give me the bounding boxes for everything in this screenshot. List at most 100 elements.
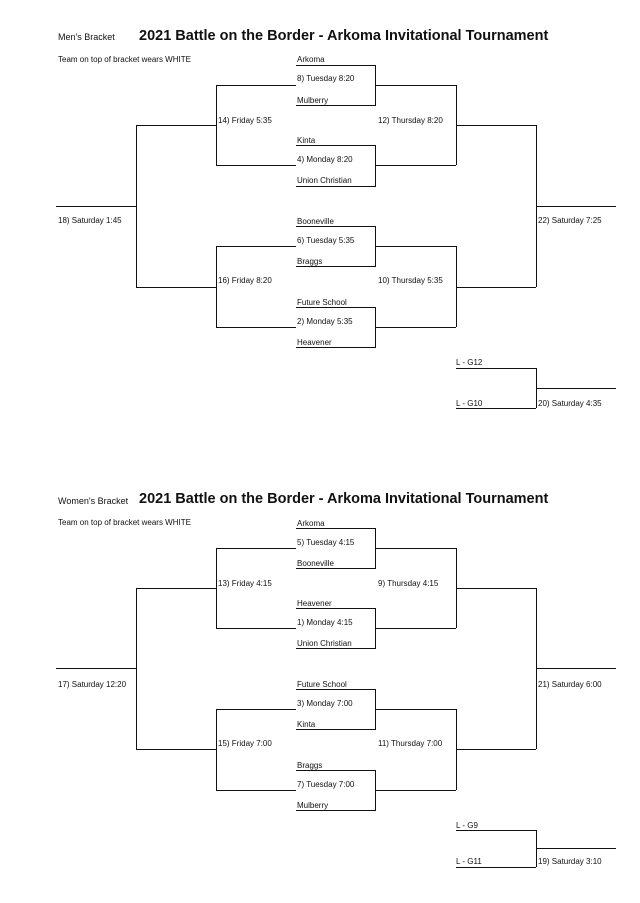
bracket-line bbox=[136, 588, 137, 749]
bracket-line bbox=[296, 608, 376, 609]
game-label: 16) Friday 8:20 bbox=[218, 276, 272, 285]
team-slot: Mulberry bbox=[297, 801, 329, 810]
bracket-line bbox=[296, 266, 376, 267]
bracket-line bbox=[376, 548, 456, 549]
game-label: 20) Saturday 4:35 bbox=[538, 399, 602, 408]
bracket-line bbox=[56, 668, 136, 669]
game-label: 21) Saturday 6:00 bbox=[538, 680, 602, 689]
team-slot: Booneville bbox=[297, 559, 334, 568]
mens-bracket: Men's Bracket 2021 Battle on the Border … bbox=[0, 0, 640, 440]
team-slot: Future School bbox=[297, 298, 347, 307]
bracket-line bbox=[136, 287, 216, 288]
team-slot: Heavener bbox=[297, 599, 332, 608]
bracket-line bbox=[536, 848, 616, 849]
bracket-line bbox=[296, 770, 376, 771]
game-label: 17) Saturday 12:20 bbox=[58, 680, 127, 689]
bracket-line bbox=[136, 125, 216, 126]
bracket-line bbox=[375, 528, 376, 568]
team-slot: Kinta bbox=[297, 136, 316, 145]
bracket-line bbox=[375, 65, 376, 105]
bracket-line bbox=[296, 568, 376, 569]
team-slot: Union Christian bbox=[297, 639, 352, 648]
team-slot: Kinta bbox=[297, 720, 316, 729]
team-slot: Heavener bbox=[297, 338, 332, 347]
bracket-line bbox=[136, 588, 216, 589]
bracket-label: Women's Bracket bbox=[58, 496, 129, 506]
bracket-line bbox=[375, 226, 376, 266]
bracket-line bbox=[456, 408, 536, 409]
bracket-line bbox=[376, 165, 456, 166]
bracket-line bbox=[456, 830, 536, 831]
team-slot: Braggs bbox=[297, 257, 323, 266]
bracket-line bbox=[375, 689, 376, 729]
bracket-line bbox=[456, 749, 536, 750]
bracket-line bbox=[296, 145, 376, 146]
game-label: 13) Friday 4:15 bbox=[218, 579, 272, 588]
game-label: 15) Friday 7:00 bbox=[218, 739, 272, 748]
bracket-line bbox=[216, 548, 217, 628]
bracket-line bbox=[456, 125, 536, 126]
bracket-line bbox=[376, 709, 456, 710]
consolation-slot: L - G12 bbox=[456, 358, 483, 367]
bracket-line bbox=[216, 327, 296, 328]
bracket-line bbox=[376, 85, 456, 86]
bracket-line bbox=[216, 709, 296, 710]
bracket-line bbox=[376, 790, 456, 791]
bracket-line bbox=[376, 246, 456, 247]
game-label: 3) Monday 7:00 bbox=[297, 699, 353, 708]
bracket-line bbox=[216, 548, 296, 549]
bracket-line bbox=[536, 206, 616, 207]
bracket-line bbox=[296, 729, 376, 730]
bracket-line bbox=[216, 85, 217, 165]
game-label: 19) Saturday 3:10 bbox=[538, 857, 602, 866]
game-label: 4) Monday 8:20 bbox=[297, 155, 353, 164]
consolation-slot: L - G10 bbox=[456, 399, 483, 408]
game-label: 1) Monday 4:15 bbox=[297, 618, 353, 627]
bracket-line bbox=[296, 65, 376, 66]
bracket-line bbox=[136, 125, 137, 287]
team-slot: Union Christian bbox=[297, 176, 352, 185]
game-label: 14) Friday 5:35 bbox=[218, 116, 272, 125]
bracket-note: Team on top of bracket wears WHITE bbox=[58, 55, 191, 64]
game-label: 11) Thursday 7:00 bbox=[378, 739, 443, 748]
bracket-line bbox=[376, 327, 456, 328]
bracket-line bbox=[216, 246, 296, 247]
bracket-line bbox=[216, 628, 296, 629]
bracket-line bbox=[456, 246, 457, 327]
bracket-line bbox=[296, 186, 376, 187]
bracket-line bbox=[296, 347, 376, 348]
bracket-line bbox=[536, 388, 616, 389]
bracket-line bbox=[296, 105, 376, 106]
game-label: 22) Saturday 7:25 bbox=[538, 216, 602, 225]
tournament-title: 2021 Battle on the Border - Arkoma Invit… bbox=[139, 491, 549, 507]
team-slot: Arkoma bbox=[297, 55, 325, 64]
bracket-line bbox=[296, 307, 376, 308]
bracket-note: Team on top of bracket wears WHITE bbox=[58, 518, 191, 527]
bracket-label: Men's Bracket bbox=[58, 32, 115, 42]
game-label: 18) Saturday 1:45 bbox=[58, 216, 122, 225]
bracket-line bbox=[375, 307, 376, 347]
bracket-line bbox=[216, 85, 296, 86]
team-slot: Arkoma bbox=[297, 519, 325, 528]
tournament-title: 2021 Battle on the Border - Arkoma Invit… bbox=[139, 28, 549, 44]
bracket-line bbox=[536, 668, 616, 669]
bracket-line bbox=[296, 226, 376, 227]
bracket-line bbox=[296, 528, 376, 529]
bracket-line bbox=[216, 165, 296, 166]
game-label: 7) Tuesday 7:00 bbox=[297, 780, 355, 789]
bracket-line bbox=[136, 749, 216, 750]
bracket-line bbox=[296, 810, 376, 811]
bracket-line bbox=[296, 648, 376, 649]
bracket-line bbox=[375, 608, 376, 648]
game-label: 8) Tuesday 8:20 bbox=[297, 74, 355, 83]
bracket-line bbox=[456, 368, 536, 369]
game-label: 5) Tuesday 4:15 bbox=[297, 538, 355, 547]
game-label: 6) Tuesday 5:35 bbox=[297, 236, 355, 245]
bracket-line bbox=[456, 287, 536, 288]
team-slot: Booneville bbox=[297, 217, 334, 226]
bracket-line bbox=[456, 588, 536, 589]
bracket-line bbox=[56, 206, 136, 207]
game-label: 9) Thursday 4:15 bbox=[378, 579, 439, 588]
consolation-slot: L - G9 bbox=[456, 821, 478, 830]
game-label: 2) Monday 5:35 bbox=[297, 317, 353, 326]
